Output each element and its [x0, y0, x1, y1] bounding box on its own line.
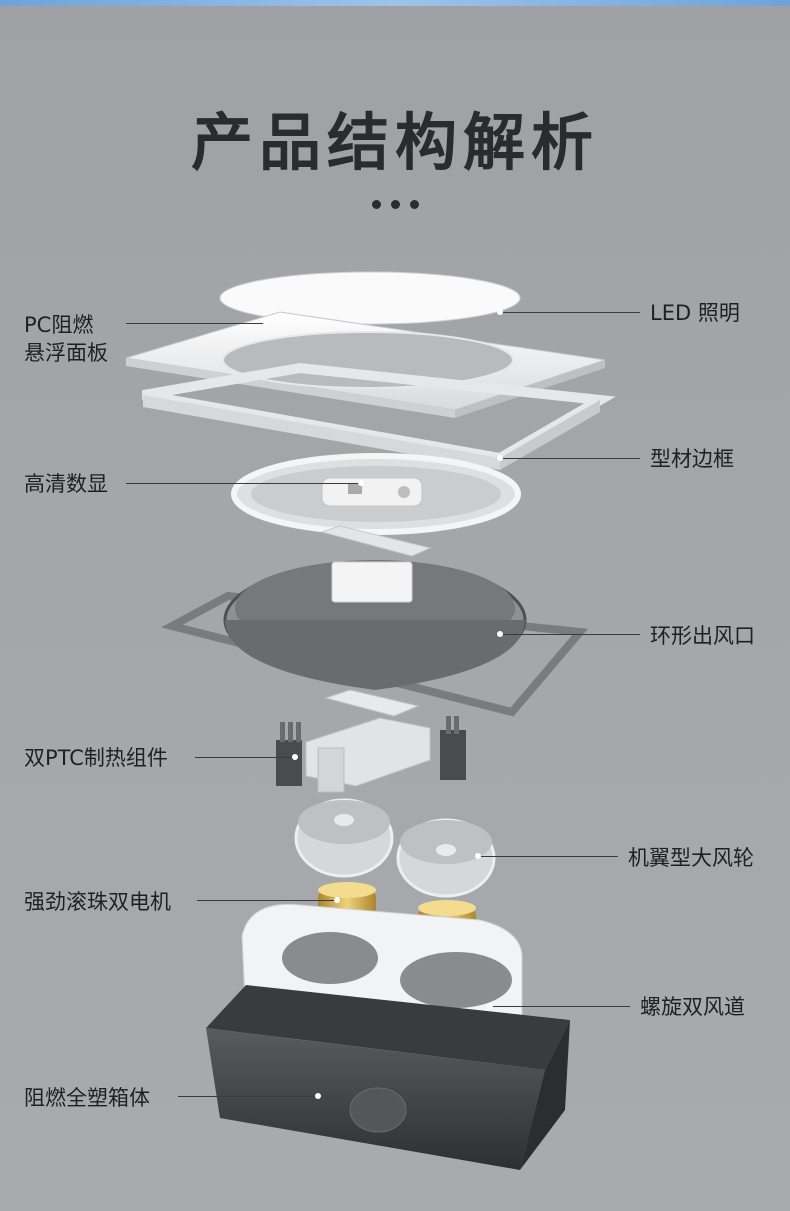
leader-box: [178, 1093, 321, 1099]
label-box: 阻燃全塑箱体: [24, 1086, 150, 1110]
leader-frame: [497, 455, 640, 461]
leader-pc-panel: [126, 320, 269, 326]
top-accent-strip: [0, 0, 790, 6]
ptc-heater: [276, 689, 466, 793]
label-duct: 螺旋双风道: [640, 995, 745, 1019]
dot: [371, 200, 381, 209]
leader-ptc: [195, 754, 298, 760]
label-motor: 强劲滚珠双电机: [24, 890, 171, 914]
bracket: [320, 525, 432, 557]
ring-outlet: [161, 560, 588, 717]
leader-wheel: [475, 853, 618, 859]
fan-wheels: [294, 798, 496, 898]
dot: [390, 200, 400, 209]
display-ring: [231, 453, 521, 535]
dot: [409, 200, 419, 209]
profile-frame: [142, 362, 616, 470]
label-led: LED 照明: [650, 301, 740, 325]
leader-outlet: [497, 631, 640, 637]
plastic-box: [206, 985, 570, 1170]
leader-duct: [487, 1003, 630, 1009]
title-dots: [0, 194, 790, 213]
leader-motor: [197, 897, 340, 903]
label-frame: 型材边框: [650, 447, 734, 471]
leader-led: [497, 309, 640, 315]
label-display: 高清数显: [24, 472, 108, 496]
led-light-panel: [219, 271, 521, 325]
label-wheel: 机翼型大风轮: [628, 846, 754, 870]
label-ptc: 双PTC制热组件: [24, 746, 168, 770]
label-outlet: 环形出风口: [650, 624, 755, 648]
label-pc-panel: PC阻燃悬浮面板: [24, 313, 108, 365]
leader-display: [126, 480, 364, 486]
page-title: 产品结构解析: [190, 106, 599, 179]
